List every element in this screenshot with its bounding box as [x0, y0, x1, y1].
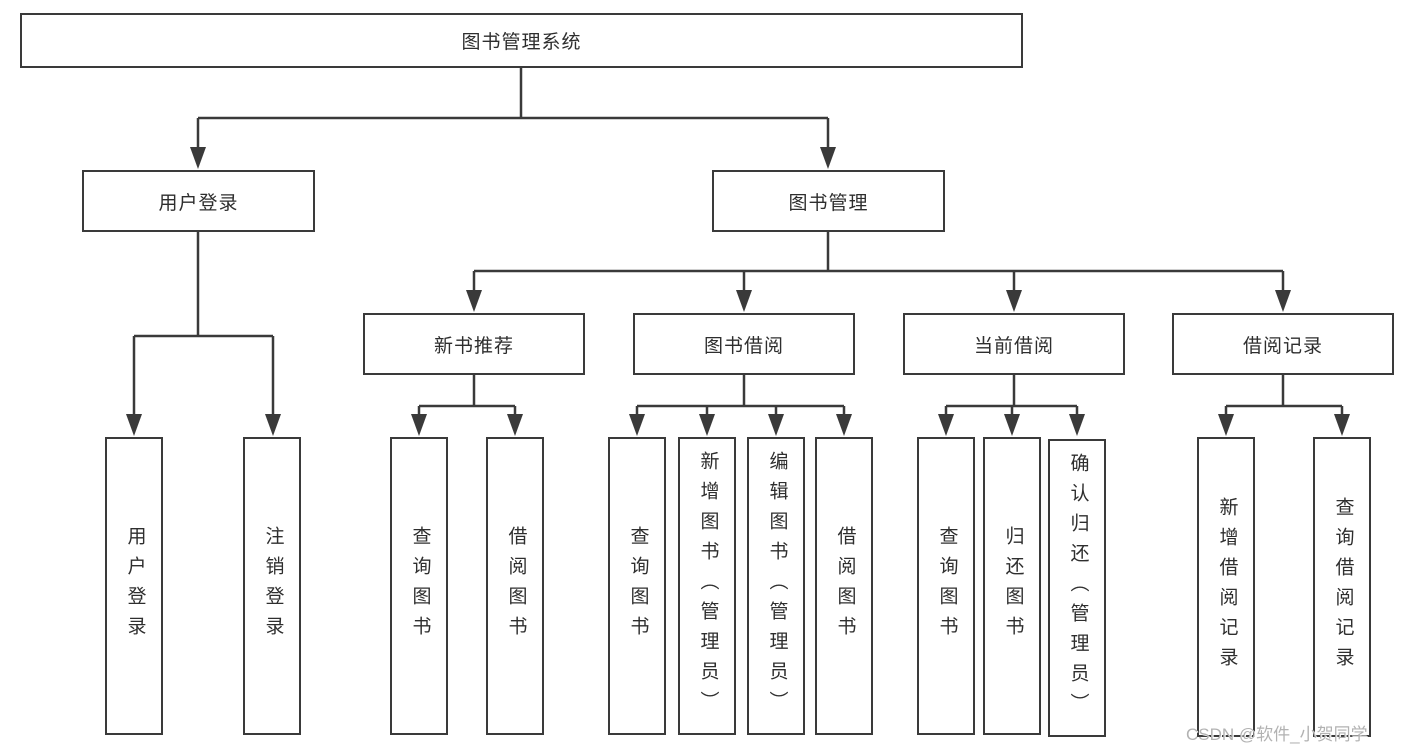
edge-newbook-to-leaves — [417, 375, 517, 416]
leaf-borrow-book: 借阅图书 — [815, 437, 873, 735]
node-borrow-record: 借阅记录 — [1172, 313, 1394, 375]
arrowheads — [126, 147, 1350, 436]
leaf-query-book-recommend: 查询图书 — [390, 437, 448, 735]
leaf-add-book-admin: 新增图书（管理员） — [678, 437, 736, 735]
leaf-logout: 注销登录 — [243, 437, 301, 735]
leaf-edit-book-admin: 编辑图书（管理员） — [747, 437, 805, 735]
edge-bookmgmt-to-level3 — [472, 232, 1285, 292]
csdn-watermark: CSDN @软件_小贺同学 — [1186, 725, 1368, 744]
leaf-return-book: 归还图书 — [983, 437, 1041, 735]
edge-borrowrecord-to-leaves — [1224, 375, 1344, 416]
node-new-book-recommend: 新书推荐 — [363, 313, 585, 375]
node-root-system: 图书管理系统 — [20, 13, 1023, 68]
node-book-borrow: 图书借阅 — [633, 313, 855, 375]
edge-currentborrow-to-leaves — [944, 375, 1079, 416]
leaf-confirm-return-admin: 确认归还（管理员） — [1048, 439, 1106, 737]
leaf-query-book-current: 查询图书 — [917, 437, 975, 735]
edge-bookborrow-to-leaves — [635, 375, 846, 416]
leaf-query-borrow-record: 查询借阅记录 — [1313, 437, 1371, 737]
leaf-user-login: 用户登录 — [105, 437, 163, 735]
edge-root-to-level2 — [196, 68, 830, 150]
node-book-management: 图书管理 — [712, 170, 945, 232]
leaf-add-borrow-record: 新增借阅记录 — [1197, 437, 1255, 737]
node-current-borrow: 当前借阅 — [903, 313, 1125, 375]
edge-userlogin-to-leaves — [132, 232, 275, 416]
leaf-query-book-borrow: 查询图书 — [608, 437, 666, 735]
node-user-login: 用户登录 — [82, 170, 315, 232]
leaf-borrow-book-recommend: 借阅图书 — [486, 437, 544, 735]
